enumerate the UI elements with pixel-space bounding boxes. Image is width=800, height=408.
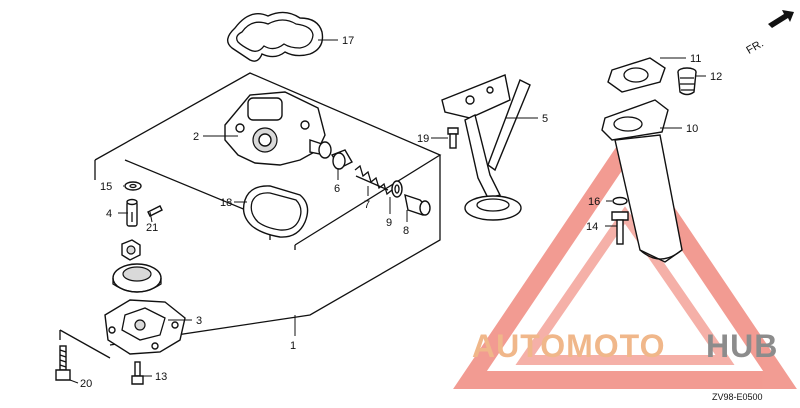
callout-9: 9: [386, 217, 392, 229]
watermark-triangle-icon: [453, 133, 797, 389]
watermark-text-secondary: HUB: [706, 328, 778, 364]
callout-11: 11: [690, 53, 701, 65]
gasket-18-shape: [242, 185, 309, 238]
callout-2: 2: [193, 131, 199, 143]
direction-label: FR.: [744, 38, 765, 57]
callout-21: 21: [146, 222, 158, 234]
callout-3: 3: [196, 315, 202, 327]
callout-1: 1: [290, 340, 296, 352]
outer-rotor-shape: [112, 263, 162, 293]
bolt-13-shape: [131, 361, 144, 385]
callout-5: 5: [542, 113, 548, 125]
callout-13: 13: [155, 371, 167, 383]
strainer-5-shape: [441, 74, 531, 221]
gasket-17-shape: [227, 11, 324, 62]
callout-19: 19: [417, 133, 429, 145]
bolt-20-shape: [55, 345, 71, 381]
pipe-10-shape: [601, 99, 683, 263]
washer-9-shape: [391, 180, 403, 198]
callout-18: 18: [220, 197, 232, 209]
cover-plate-3-shape: [104, 299, 186, 355]
callout-15: 15: [100, 181, 112, 193]
watermark-text-primary: AUTOMOTO: [472, 328, 665, 364]
bolt-14-shape: [611, 211, 629, 245]
callout-numbers: 1 2 3 4 5 6 7 8 9 10 11 12 13 14 15 16 1…: [80, 35, 722, 390]
screen-12-shape: [677, 67, 697, 96]
callout-20: 20: [80, 378, 92, 390]
gasket-11-shape: [607, 57, 666, 93]
front-direction-arrow-icon: FR.: [744, 10, 794, 57]
washer-15-shape: [124, 181, 142, 191]
callout-10: 10: [686, 123, 698, 135]
pin-21-shape: [147, 205, 163, 217]
spring-7-shape: [354, 164, 393, 196]
washer-16-shape: [612, 196, 628, 206]
callout-7: 7: [364, 199, 370, 211]
sleeve-6-shape: [330, 149, 353, 170]
bolt-19-shape: [447, 127, 459, 149]
shaft-4-shape: [126, 198, 138, 227]
callout-17: 17: [342, 35, 354, 47]
leader-lines: [69, 39, 706, 384]
callout-12: 12: [710, 71, 722, 83]
callout-8: 8: [403, 225, 409, 237]
pump-body-2-shape: [224, 91, 332, 166]
watermark-logo: AUTOMOTO HUB: [472, 328, 778, 364]
callout-4: 4: [106, 208, 112, 220]
inner-rotor-shape: [121, 239, 141, 261]
diagram-code: ZV98-E0500: [712, 392, 763, 402]
callout-16: 16: [588, 196, 600, 208]
callout-14: 14: [586, 221, 598, 233]
plug-8-shape: [404, 193, 431, 216]
callout-6: 6: [334, 183, 340, 195]
